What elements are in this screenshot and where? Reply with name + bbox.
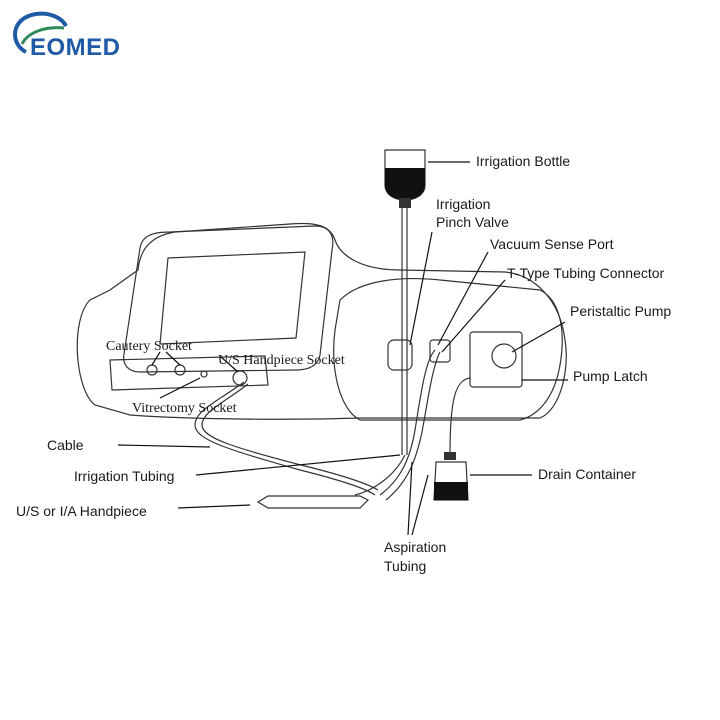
label-irrigation-bottle: Irrigation Bottle [476, 153, 571, 169]
monitor-housing [123, 225, 334, 373]
irrigation-bottle [384, 149, 426, 208]
machine-body [76, 222, 567, 420]
drain-container [433, 452, 469, 501]
brand-logo: EOMED [6, 4, 146, 64]
cautery-socket-right [174, 364, 186, 376]
peristaltic-pump-rotor [491, 343, 517, 369]
label-cautery-socket: Cautery Socket [106, 339, 192, 354]
label-irrigation-pinch-valve-line1: Irrigation [436, 196, 491, 212]
logo-swoosh-icon [13, 11, 68, 54]
label-vacuum-sense-port: Vacuum Sense Port [490, 236, 614, 252]
label-irrigation-pinch-valve-line2: Pinch Valve [436, 214, 509, 230]
socket-panel [109, 355, 269, 391]
label-aspiration-tubing-line1: Aspiration [384, 539, 447, 555]
label-peristaltic-pump: Peristaltic Pump [570, 303, 672, 319]
label-vitrectomy-socket: Vitrectomy Socket [132, 401, 237, 416]
peristaltic-pump-box [469, 331, 523, 388]
cautery-socket-left [146, 364, 158, 376]
label-irrigation-tubing: Irrigation Tubing [74, 468, 175, 484]
pinch-valve [387, 339, 413, 371]
label-aspiration-tubing-line2: Tubing [384, 558, 427, 574]
label-pump-latch: Pump Latch [573, 368, 648, 384]
label-us-handpiece-socket: U/S Handpiece Socket [218, 353, 345, 368]
label-drain-container: Drain Container [538, 466, 637, 482]
pump-housing [333, 278, 563, 421]
handpiece [256, 495, 370, 509]
label-cable: Cable [47, 437, 84, 453]
label-us-ia-handpiece: U/S or I/A Handpiece [16, 503, 147, 519]
vitrectomy-socket [200, 370, 208, 378]
monitor-screen [159, 251, 306, 345]
us-handpiece-socket [232, 370, 248, 386]
label-t-type-connector: T-Type Tubing Connector [507, 265, 665, 281]
vacuum-sense-port-box [429, 339, 451, 363]
brand-name: EOMED [30, 34, 121, 61]
